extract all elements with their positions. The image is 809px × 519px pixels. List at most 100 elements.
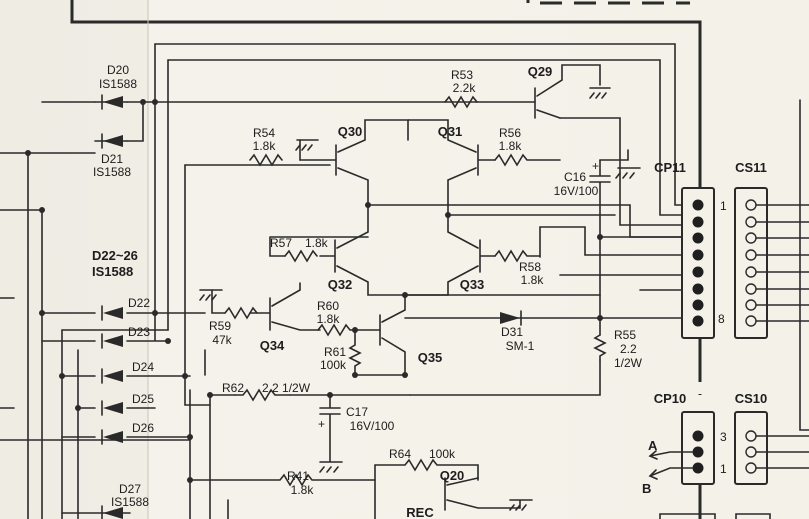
resistor-r54 [249,153,283,167]
connector-cs10 [734,411,809,485]
label-r60: R60 [317,299,339,313]
label-r54-value: 1.8k [253,139,277,153]
connector-cp11 [681,187,715,339]
label-r53-value: 2.2k [453,81,477,95]
right-bus [799,99,809,431]
diode-d31 [404,310,601,326]
label-cp11-pin8: 8 [718,312,725,326]
label-d22-26-part: IS1588 [92,264,133,279]
diode-d22 [101,305,123,321]
label-q35: Q35 [418,350,443,365]
label-r55-value: 2.2 [620,342,637,356]
label-d27-part: IS1588 [111,495,149,509]
label-cp11: CP11 [654,160,686,175]
label-d20-part: IS1588 [99,77,137,91]
diode-d24 [101,368,123,384]
connector-cs11 [734,187,809,339]
resistor-r62 [234,388,291,402]
label-cp10-pin3: 3 [720,430,727,444]
label-r62: R62 [222,381,244,395]
transistor-q32 [269,204,406,296]
label-arrow-b: B [642,481,651,496]
capacitor-c17 [319,394,343,473]
label-r55: R55 [614,328,636,342]
connector-cp10 [681,411,715,485]
transistor-q31 [407,119,496,216]
transistor-q20 [444,477,533,511]
label-c17: C17 [346,405,368,419]
diode-d23 [101,333,123,349]
resistor-r60 [317,323,381,337]
connector-bottom [659,513,771,519]
label-r61-value: 100k [320,358,347,372]
label-q33: Q33 [460,277,485,292]
label-r59: R59 [209,319,231,333]
label-d24: D24 [132,360,154,374]
resistor-r55 [593,334,607,361]
label-q34: Q34 [260,338,285,353]
label-d21: D21 [101,152,123,166]
resistor-r59 [224,306,258,320]
top-frame [70,0,702,519]
label-cs11: CS11 [735,160,767,175]
label-d22-26: D22~26 [92,248,138,263]
label-c17-value: 16V/100 [350,419,395,433]
diode-d27 [61,505,131,519]
label-r41-value: 1.8k [291,483,315,497]
resistor-r57 [284,249,318,263]
label-d21-part: IS1588 [93,165,131,179]
label-cp11-pin1: 1 [720,199,727,213]
label-d31: D31 [501,325,523,339]
label-r57-value: 1.8k [305,236,329,250]
label-r41: R41 [287,469,309,483]
label-c16: C16 [564,170,586,184]
resistor-r61 [348,329,406,376]
label-q30: Q30 [338,124,363,139]
transistor-q35 [379,294,406,376]
label-r54: R54 [253,126,275,140]
transistor-q34 [199,282,321,331]
label-d22: D22 [128,296,150,310]
resistor-r41 [189,473,376,487]
diode-d20 [94,94,128,110]
cp11-wiring [367,204,691,396]
label-c16-plus: + [592,159,599,173]
label-r64: R64 [389,447,411,461]
label-r55-power: 1/2W [614,356,643,370]
label-r57: R57 [270,236,292,250]
label-r61: R61 [324,345,346,359]
resistor-r64 [374,458,479,519]
transistor-q33 [404,214,496,296]
label-q32: Q32 [328,277,353,292]
label-r58-value: 1.8k [521,273,545,287]
label-r58: R58 [519,260,541,274]
label-d23: D23 [128,325,150,339]
label-q20: Q20 [440,468,465,483]
label-rec: REC [406,505,434,519]
label-arrow-a: A [648,438,658,453]
label-q29: Q29 [528,64,553,79]
label-r59-value: 47k [212,333,232,347]
diode-d21 [94,133,128,149]
transistor-q30 [295,119,409,206]
label-c17-plus: + [318,417,325,431]
label-d31-part: SM-1 [506,339,535,353]
label-d20: D20 [107,63,129,77]
label-r64-value: 100k [429,447,456,461]
label-cs10: CS10 [735,391,768,406]
capacitor-c16 [589,149,641,238]
label-cp10-pin1: 1 [720,462,727,476]
resistor-r56 [494,153,561,167]
label-r53: R53 [451,68,473,82]
diode-d26 [101,429,123,445]
label-d26: D26 [132,421,154,435]
arrow-a [648,450,693,460]
transistor-q29 [534,64,611,119]
label-r62-value: 2.2 1/2W [262,381,311,395]
label-r56-value: 1.8k [499,139,523,153]
diode-d25 [101,400,123,416]
label-r60-value: 1.8k [317,312,341,326]
label-d25: D25 [132,392,154,406]
